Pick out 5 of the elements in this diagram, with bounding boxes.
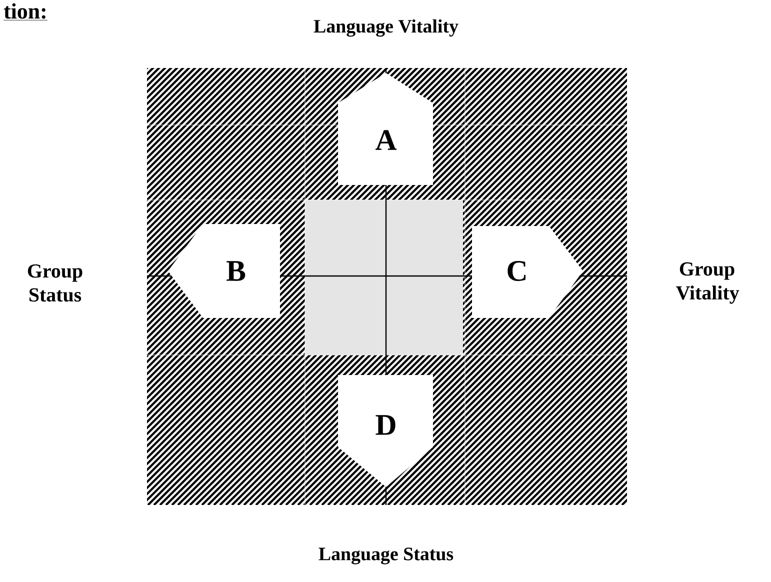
axis-label: Group Vitality xyxy=(676,262,740,304)
axis-label: Language Vitality xyxy=(314,19,458,37)
axis-label: Group Status xyxy=(28,264,82,302)
heading-fragment: tion: xyxy=(3,3,48,20)
axis-label: Language Status xyxy=(318,548,454,564)
